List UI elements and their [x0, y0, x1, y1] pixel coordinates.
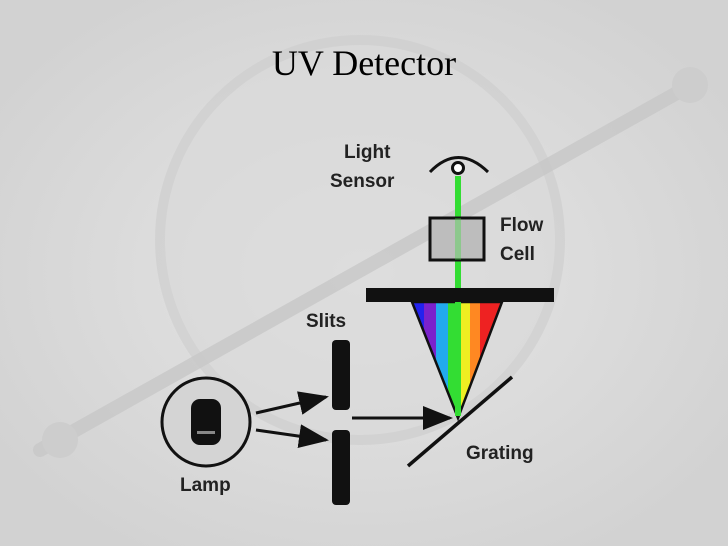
slit-lower — [332, 430, 350, 505]
slits-label: Slits — [306, 311, 346, 332]
lamp-label: Lamp — [180, 475, 231, 496]
plate — [366, 288, 554, 302]
light-sensor-label-line1: Light — [344, 142, 391, 163]
lamp — [160, 376, 252, 468]
slide-title: UV Detector — [271, 43, 457, 83]
flow-cell-label-line1: Flow — [500, 215, 543, 236]
slit-upper — [332, 340, 350, 410]
light-sensor-label-line2: Sensor — [330, 171, 395, 192]
lamp-bulb — [191, 399, 221, 445]
grating — [406, 375, 514, 468]
sensor-arc — [428, 156, 490, 174]
arrow-lamp-to-slit-upper — [255, 391, 329, 415]
flow-cell — [428, 216, 486, 262]
arrow-lamp-to-slit-lower — [255, 424, 329, 449]
light-sensor — [428, 156, 490, 175]
flow-cell-label-line2: Cell — [500, 244, 535, 265]
grating-label: Grating — [466, 443, 534, 464]
sensor-dot — [451, 161, 465, 175]
